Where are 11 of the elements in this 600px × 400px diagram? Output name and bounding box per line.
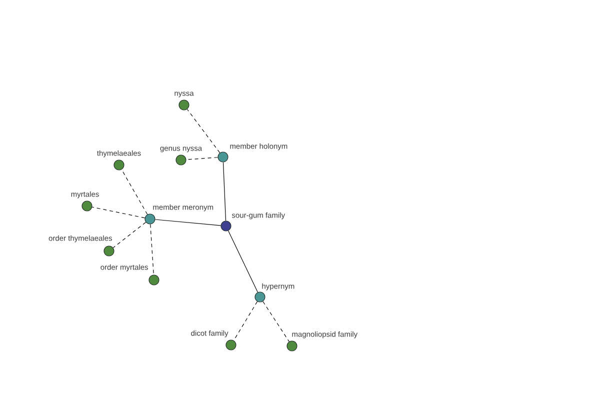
- connector-line: [150, 224, 154, 276]
- connector-line: [121, 169, 148, 215]
- connector-line: [186, 157, 218, 160]
- connector-line: [112, 222, 146, 248]
- connector-line: [222, 162, 226, 222]
- connector-line: [233, 301, 258, 341]
- connector-line: [92, 206, 146, 218]
- connector-line: [228, 230, 258, 293]
- connector-line: [186, 108, 220, 154]
- connector-line: [154, 219, 222, 226]
- connector-line: [262, 301, 290, 342]
